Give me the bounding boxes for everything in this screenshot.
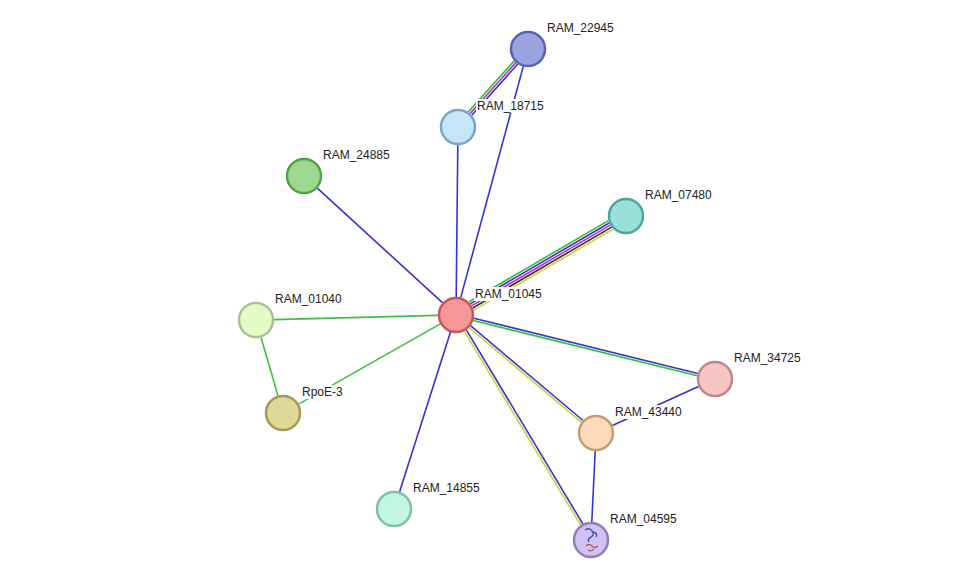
node-circle bbox=[438, 297, 474, 333]
node-circle bbox=[238, 302, 274, 338]
node-label: RAM_01040 bbox=[274, 292, 343, 306]
evidence-line bbox=[470, 223, 609, 304]
node-circle bbox=[510, 31, 546, 67]
interaction-edge bbox=[592, 451, 595, 522]
interaction-edge bbox=[317, 188, 442, 303]
evidence-line bbox=[474, 318, 698, 373]
protein-node: RAM_01040 bbox=[238, 302, 274, 338]
node-label: RAM_43440 bbox=[614, 405, 683, 419]
protein-node: RAM_34725 bbox=[697, 361, 733, 397]
node-circle bbox=[440, 109, 476, 145]
node-label: RAM_18715 bbox=[476, 99, 545, 113]
evidence-line bbox=[473, 321, 697, 376]
node-circle bbox=[578, 415, 614, 451]
node-circle bbox=[573, 522, 609, 558]
node-label: RAM_24885 bbox=[322, 148, 391, 162]
evidence-line bbox=[317, 188, 442, 303]
evidence-line bbox=[469, 221, 608, 302]
evidence-line bbox=[612, 386, 698, 425]
interaction-edge bbox=[469, 221, 613, 310]
evidence-line bbox=[261, 337, 278, 395]
evidence-line bbox=[466, 330, 583, 524]
interaction-edge bbox=[299, 324, 441, 404]
evidence-line bbox=[464, 331, 581, 525]
node-label: RAM_01045 bbox=[474, 287, 543, 301]
evidence-line bbox=[471, 326, 584, 421]
node-label: RAM_34725 bbox=[733, 351, 802, 365]
node-circle bbox=[286, 158, 322, 194]
evidence-line bbox=[274, 315, 438, 319]
protein-node: RAM_14855 bbox=[376, 491, 412, 527]
interaction-edge bbox=[400, 332, 451, 492]
node-circle bbox=[697, 361, 733, 397]
node-circle bbox=[376, 491, 412, 527]
protein-node: RAM_04595 bbox=[573, 522, 609, 558]
interaction-edge bbox=[456, 145, 458, 297]
interaction-edge bbox=[469, 326, 583, 423]
node-label: RAM_22945 bbox=[546, 21, 615, 35]
interaction-edge bbox=[274, 315, 438, 319]
protein-node: RAM_07480 bbox=[608, 198, 644, 234]
interaction-edge bbox=[473, 318, 698, 376]
interaction-edge bbox=[261, 337, 278, 395]
protein-node: RAM_24885 bbox=[286, 158, 322, 194]
protein-node: RpoE-3 bbox=[265, 395, 301, 431]
node-circle bbox=[608, 198, 644, 234]
protein-node: RAM_22945 bbox=[510, 31, 546, 67]
protein-node: RAM_01045 bbox=[438, 297, 474, 333]
node-label: RAM_04595 bbox=[609, 512, 678, 526]
node-label: RAM_14855 bbox=[412, 481, 481, 495]
protein-node: RAM_43440 bbox=[578, 415, 614, 451]
evidence-line bbox=[456, 145, 458, 297]
evidence-line bbox=[592, 451, 595, 522]
node-circle bbox=[265, 395, 301, 431]
node-label: RAM_07480 bbox=[644, 188, 713, 202]
evidence-line bbox=[472, 225, 611, 306]
protein-node: RAM_18715 bbox=[440, 109, 476, 145]
evidence-line bbox=[469, 328, 582, 423]
evidence-line bbox=[473, 227, 612, 308]
interaction-edge bbox=[612, 386, 698, 425]
evidence-line bbox=[474, 229, 613, 310]
node-label: RpoE-3 bbox=[301, 385, 344, 399]
evidence-line bbox=[299, 324, 441, 404]
interaction-edge bbox=[464, 330, 583, 525]
evidence-line bbox=[400, 332, 451, 492]
